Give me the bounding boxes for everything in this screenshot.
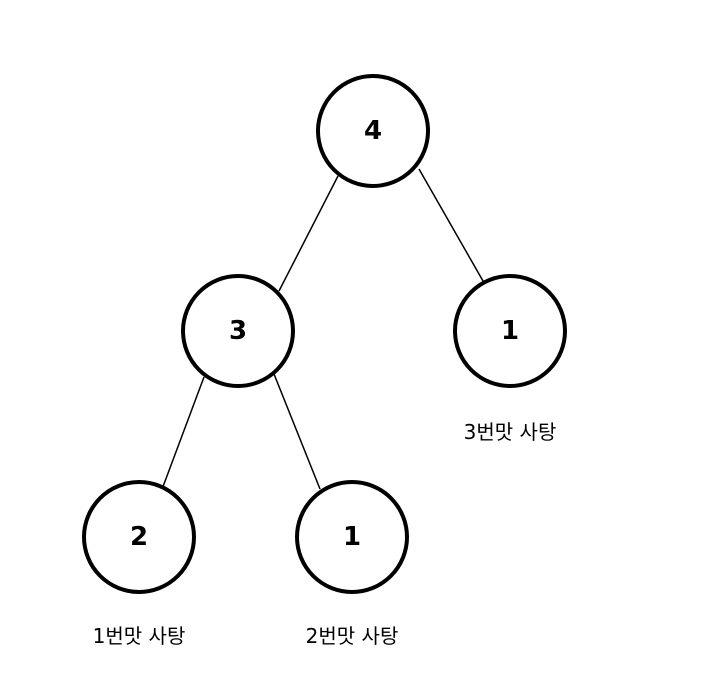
tree-node-root: 4 — [316, 74, 430, 188]
edge-root-right — [418, 168, 484, 282]
tree-node-left: 3 — [181, 274, 295, 388]
caption-right: 3번맛 사탕 — [464, 420, 557, 444]
node-value: 2 — [130, 522, 148, 552]
tree-node-left-left: 2 — [82, 480, 196, 594]
node-circle — [181, 274, 295, 388]
caption-left-left: 1번맛 사탕 — [93, 624, 186, 648]
node-value: 3 — [229, 316, 247, 346]
node-value: 4 — [364, 116, 382, 146]
tree-edges — [160, 168, 484, 493]
node-circle — [82, 480, 196, 594]
caption-left-right: 2번맛 사탕 — [306, 624, 399, 648]
node-circle — [295, 480, 409, 594]
edge-root-left — [278, 175, 339, 292]
edge-left-left-right — [273, 373, 321, 490]
node-circle — [316, 74, 430, 188]
node-value: 1 — [501, 316, 519, 346]
tree-node-left-right: 1 — [295, 480, 409, 594]
edge-left-left-left — [160, 376, 205, 493]
node-circle — [453, 274, 567, 388]
tree-node-right: 1 — [453, 274, 567, 388]
node-value: 1 — [343, 522, 361, 552]
